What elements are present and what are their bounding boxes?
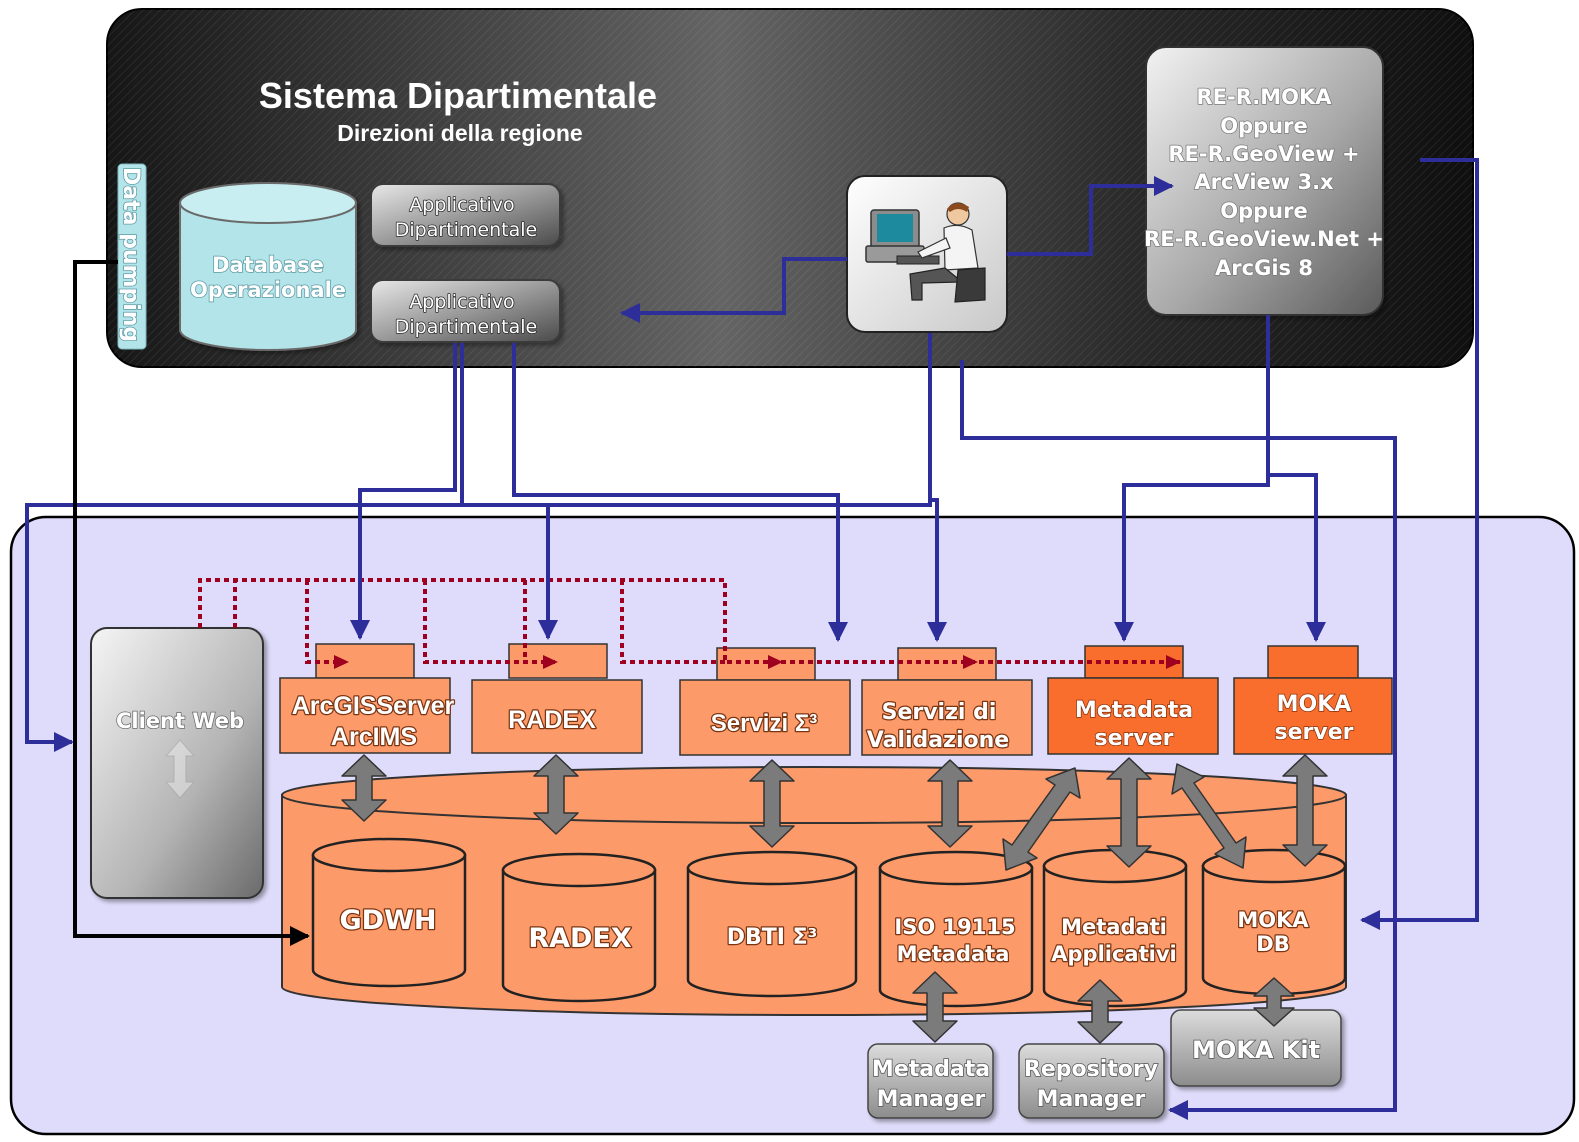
double-arrow-metadata-metadati [1106,757,1152,868]
user-workstation [846,175,1008,333]
applicativo-box-2 [370,279,561,343]
service-moka-server-label-1: MOKA [1277,692,1352,717]
tool-repository-manager [1018,1043,1165,1119]
double-arrow-iso-manager [912,971,958,1043]
service-validazione [861,647,1033,756]
double-arrow-radex [533,754,579,835]
client-web [90,627,264,899]
database-operazionale-label-2: Operazionale [190,278,346,302]
service-metadata-server-label-2: server [1095,726,1174,751]
database-operazionale-label-1: Database [212,253,324,277]
tool-moka-kit-label: MOKA Kit [1192,1036,1320,1064]
service-radex-label: RADEX [508,706,596,734]
moka-client-box [1145,46,1384,316]
service-arcgis-label-2: ArcIMS [331,723,417,751]
tool-metadata-manager-label-2: Manager [877,1087,986,1112]
moka-client-line-3: RE-R.GeoView + [1168,142,1359,166]
db-iso-label-1: ISO 19115 [894,915,1015,939]
data-pumping-connector [73,260,310,946]
db-metadati-applicativi [1042,848,1188,1008]
dotted-arrowheads [334,655,1181,669]
service-servizi-s3-label: Servizi Σ³ [711,710,817,737]
service-servizi-s3 [679,647,851,756]
double-arrow-servizi-dbti [749,759,795,848]
applicativo-1-line-2: Dipartimentale [395,219,537,241]
tool-repository-manager-label-2: Manager [1037,1087,1146,1112]
moka-client-text: RE-R.MOKA Oppure RE-R.GeoView + ArcView … [1143,84,1384,281]
db-moka-label-2: DB [1256,932,1289,956]
department-panel [106,8,1474,368]
db-dbti [686,850,858,998]
double-arrow-arcgis-gdwh [341,754,387,822]
tool-metadata-manager [867,1043,994,1119]
db-moka-label-1: MOKA [1237,908,1309,932]
user-icon [909,202,986,303]
moka-client-line-2: Oppure [1220,114,1307,138]
db-iso-metadata [878,850,1034,1008]
db-radex [501,852,657,1003]
db-metadati-label-1: Metadati [1061,915,1167,939]
service-moka-server-label-2: server [1275,720,1354,745]
tool-repository-manager-label-1: Repository [1024,1057,1158,1082]
db-metadati-label-2: Applicativi [1051,942,1176,966]
gray-double-arrows [341,754,1328,1044]
applicativo-1-line-1: Applicativo [409,194,514,216]
double-arrow-metadati-repository [1077,979,1123,1044]
moka-client-line-5: Oppure [1220,199,1307,223]
service-arcgis-label-1: ArcGISServer [292,692,455,720]
database-operazionale [179,182,357,351]
applicativo-2-line-2: Dipartimentale [395,316,537,338]
double-arrow-moka-db-kit [1253,977,1295,1027]
moka-client-line-7: ArcGis 8 [1215,256,1313,280]
computer-icon [865,209,940,265]
moka-client-line-1: RE-R.MOKA [1196,85,1332,109]
data-pumping-label: Data pumping [118,167,143,342]
service-validazione-label-1: Servizi di [882,700,997,725]
blue-connectors [25,158,1479,1120]
double-arrow-metadata-moka-db [1171,763,1247,869]
service-validazione-label-2: Validazione [867,728,1009,753]
moka-client-line-4: ArcView 3.x [1194,170,1334,194]
data-pumping-strip: Data pumping [117,163,147,350]
service-moka-server [1233,645,1393,755]
service-arcgis [279,643,451,754]
db-dbti-label: DBTI Σ³ [727,925,818,950]
tool-metadata-manager-label-1: Metadata [872,1057,990,1082]
db-gdwh [311,837,467,988]
client-web-arrow-icon [164,739,196,799]
moka-client-line-6: RE-R.GeoView.Net + [1144,227,1384,251]
applicativo-box-1 [370,183,561,247]
service-metadata-server [1047,645,1219,755]
client-web-label: Client Web [116,709,244,733]
double-arrow-metadata-iso [1002,767,1081,871]
db-iso-label-2: Metadata [897,942,1010,966]
department-subtitle: Direzioni della regione [337,120,582,146]
dotted-service-bus [198,578,1180,664]
service-metadata-server-label-1: Metadata [1075,698,1193,723]
department-title: Sistema Dipartimentale [259,75,657,116]
applicativo-2-line-1: Applicativo [409,291,514,313]
double-arrow-moka-server-db [1282,754,1328,867]
db-gdwh-label: GDWH [340,905,437,936]
db-radex-label: RADEX [528,923,632,954]
double-arrow-validazione-iso [927,759,973,848]
